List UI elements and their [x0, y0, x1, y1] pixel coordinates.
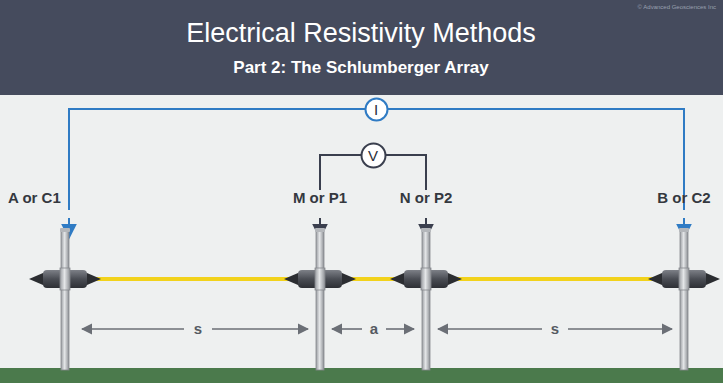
electrode-label: A or C1 [8, 189, 61, 206]
spacing-label: a [370, 320, 378, 337]
electrode-label: M or P1 [293, 189, 347, 206]
electrode-label: N or P2 [400, 189, 453, 206]
spacing-label: s [194, 320, 202, 337]
current-meter: I [364, 97, 389, 122]
subtitle: Part 2: The Schlumberger Array [233, 58, 488, 78]
title: Electrical Resistivity Methods [186, 18, 536, 49]
watermark: © Advanced Geosciences Inc [638, 4, 716, 11]
meter-symbol: V [368, 148, 378, 163]
spacing-label: s [551, 320, 559, 337]
electrode-label: B or C2 [657, 189, 710, 206]
voltmeter: V [360, 142, 387, 169]
meter-symbol: I [374, 102, 378, 117]
